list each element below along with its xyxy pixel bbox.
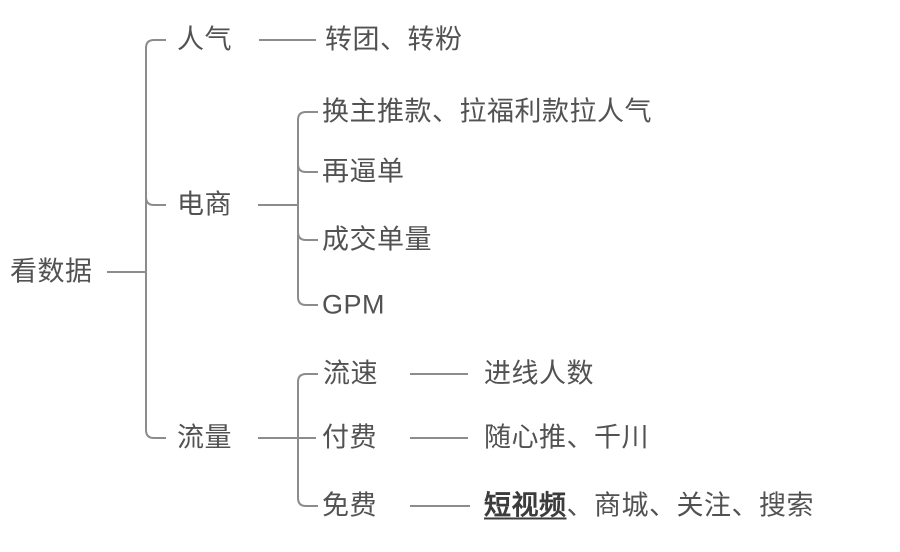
leaf-gpm: GPM <box>322 289 386 320</box>
connector-trunk <box>145 39 166 439</box>
connector-subtrunk-traffic <box>297 373 318 507</box>
branch-popularity: 人气 <box>177 24 232 55</box>
root-node: 看数据 <box>10 256 93 287</box>
leaf-incoming-users: 进线人数 <box>484 358 594 389</box>
leaf-push-order-again: 再逼单 <box>322 156 405 187</box>
branch-ecommerce: 电商 <box>177 189 232 220</box>
connector-subtrunk-ecommerce <box>297 111 318 306</box>
leaf-free-channels-emphasis: 短视频 <box>484 490 567 521</box>
connector-stub-push-order <box>297 163 318 173</box>
leaf-switch-main-product: 换主推款、拉福利款拉人气 <box>322 96 652 127</box>
node-free: 免费 <box>322 490 377 521</box>
node-paid: 付费 <box>322 422 377 453</box>
node-flow-speed: 流速 <box>323 358 378 389</box>
branch-traffic: 流量 <box>177 422 232 453</box>
leaf-convert-group-fans: 转团、转粉 <box>325 24 463 55</box>
leaf-free-channels-rest: 、商城、关注、搜索 <box>566 490 814 521</box>
leaf-free-channels: 短视频、商城、关注、搜索 <box>484 490 814 521</box>
connector-stub-ecommerce <box>145 196 166 206</box>
leaf-paid-channels: 随心推、千川 <box>484 422 649 453</box>
connector-stub-deal-volume <box>297 231 318 241</box>
leaf-deal-volume: 成交单量 <box>322 224 432 255</box>
